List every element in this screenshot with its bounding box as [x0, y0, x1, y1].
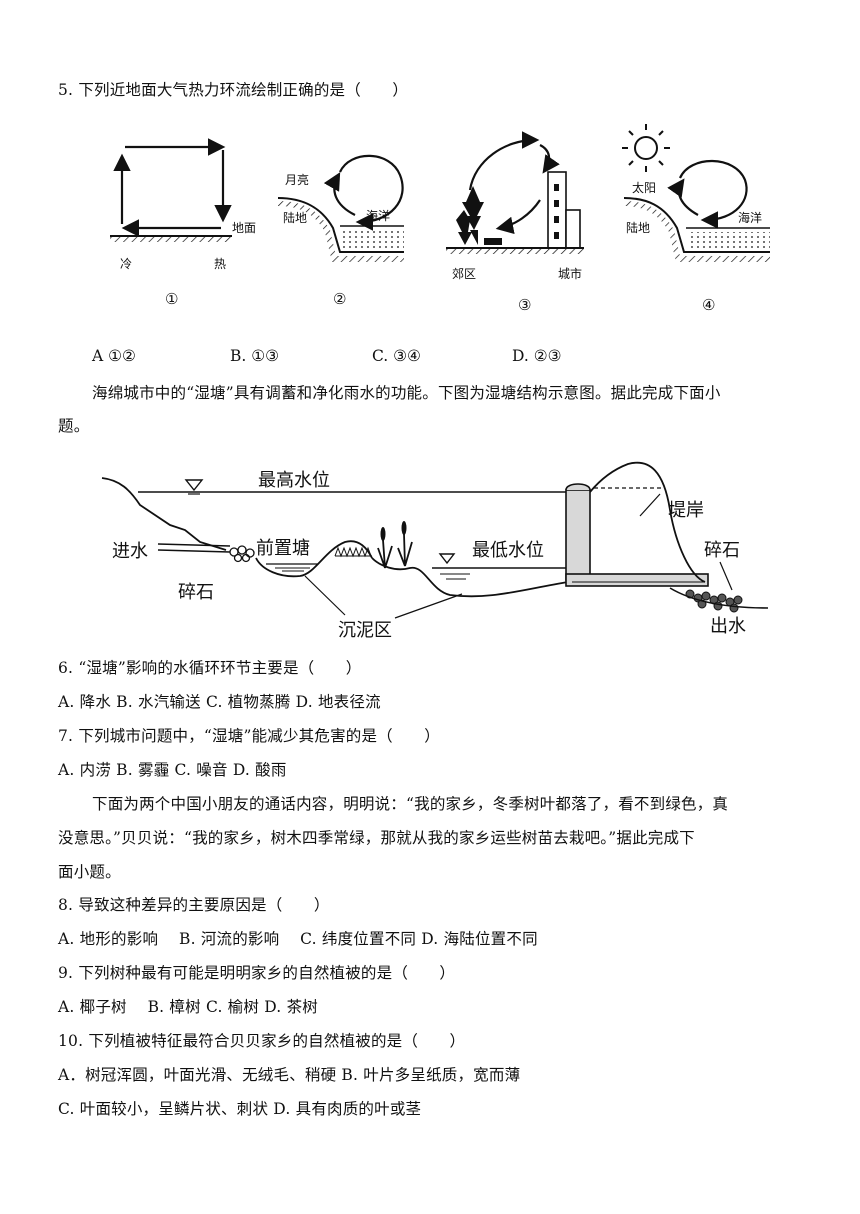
gravel-left-label: 碎石 [178, 582, 214, 603]
fig3-number: ③ [518, 296, 531, 314]
inlet-label: 进水 [112, 541, 148, 562]
q8-options[interactable]: A. 地形的影响 B. 河流的影响 C. 纬度位置不同 D. 海陆位置不同 [58, 930, 538, 948]
fig1-circulation [110, 138, 232, 242]
fig2-moon-label: 月亮 [285, 172, 309, 187]
moon-icon [297, 142, 314, 161]
grass-icon [334, 546, 372, 558]
wet-pond-diagram: 最高水位 最低水位 堤岸 进水 碎石 前置塘 碎石 沉泥区 出水 [101, 461, 769, 641]
fig4-number: ④ [702, 296, 715, 314]
q5-stem: 5. 下列近地面大气热力环流绘制正确的是（ ） [58, 81, 409, 99]
intro2-line3: 面小题。 [58, 863, 121, 881]
q7-stem: 7. 下列城市问题中，“湿塘”能减少其危害的是（ ） [58, 727, 440, 745]
sun-icon [622, 124, 670, 172]
min-level-label: 最低水位 [472, 540, 544, 561]
fore-pond-label: 前置塘 [256, 538, 310, 559]
tree-icon [462, 186, 484, 245]
reed-plant-icon [377, 521, 413, 569]
max-level-label: 最高水位 [258, 470, 330, 491]
gravel-right [685, 589, 743, 613]
fig1-number: ① [165, 290, 178, 308]
fig1-ground-label: 地面 [232, 221, 256, 235]
q6-stem: 6. “湿塘”影响的水循环环节主要是（ ） [58, 659, 362, 677]
fig3-city-label: 城市 [558, 266, 582, 281]
intro2-line1: 下面为两个中国小朋友的通话内容，明明说：“我的家乡，冬季树叶都落了，看不到绿色，… [92, 795, 729, 813]
q10-stem: 10. 下列植被特征最符合贝贝家乡的自然植被的是（ ） [58, 1032, 466, 1050]
animal-icon [484, 238, 502, 245]
gravel-left [229, 545, 255, 563]
fig4-ocean-label: 海洋 [738, 210, 762, 225]
q9-stem: 9. 下列树种最有可能是明明家乡的自然植被的是（ ） [58, 964, 456, 982]
building-icon [565, 209, 581, 249]
q8-stem: 8. 导致这种差异的主要原因是（ ） [58, 896, 330, 914]
intro1-line1: 海绵城市中的“湿塘”具有调蓄和净化雨水的功能。下图为湿塘结构示意图。据此完成下面… [92, 384, 721, 402]
q5-figures: 地面 冷 热 ① 月亮 陆地 海洋 ② 郊区 城市 ③ [110, 124, 770, 314]
fig1-hot-label: 热 [214, 257, 226, 271]
fig4-land-label: 陆地 [626, 220, 650, 235]
q9-options[interactable]: A. 椰子树 B. 樟树 C. 榆树 D. 茶树 [58, 998, 318, 1016]
fig1-cold-label: 冷 [120, 257, 132, 271]
fig2-land-label: 陆地 [283, 210, 307, 225]
gravel-right-label: 碎石 [704, 540, 740, 561]
q10-options-line1[interactable]: A．树冠浑圆，叶面光滑、无绒毛、稍硬 B. 叶片多呈纸质，宽而薄 [58, 1066, 521, 1084]
fig3-suburb-label: 郊区 [452, 267, 476, 281]
fig3-circulation [446, 131, 584, 254]
q5-option-b[interactable]: B. ①③ [230, 347, 280, 365]
q6-options[interactable]: A. 降水 B. 水汽输送 C. 植物蒸腾 D. 地表径流 [58, 693, 381, 711]
bank-label: 堤岸 [668, 500, 704, 521]
fig4-sun-label: 太阳 [632, 180, 656, 195]
fig2-number: ② [333, 290, 346, 308]
outlet-label: 出水 [710, 616, 746, 637]
q7-options[interactable]: A. 内涝 B. 雾霾 C. 噪音 D. 酸雨 [58, 761, 287, 779]
tree-icon [456, 210, 472, 245]
q5-option-d[interactable]: D. ②③ [512, 347, 562, 365]
intro1-line2: 题。 [58, 417, 90, 435]
q5-option-c[interactable]: C. ③④ [372, 347, 421, 365]
silt-zone-label: 沉泥区 [338, 620, 392, 641]
fig2-circulation [277, 142, 404, 262]
intro2-line2: 没意思。”贝贝说：“我的家乡，树木四季常绿，那就从我的家乡运些树苗去栽吧。”据此… [58, 829, 695, 847]
fig4-circulation [622, 124, 770, 262]
q5-option-a[interactable]: A ①② [92, 347, 136, 365]
q10-options-line2[interactable]: C. 叶面较小，呈鳞片状、刺状 D. 具有肉质的叶或茎 [58, 1100, 422, 1118]
fig2-ocean-label: 海洋 [366, 208, 390, 223]
